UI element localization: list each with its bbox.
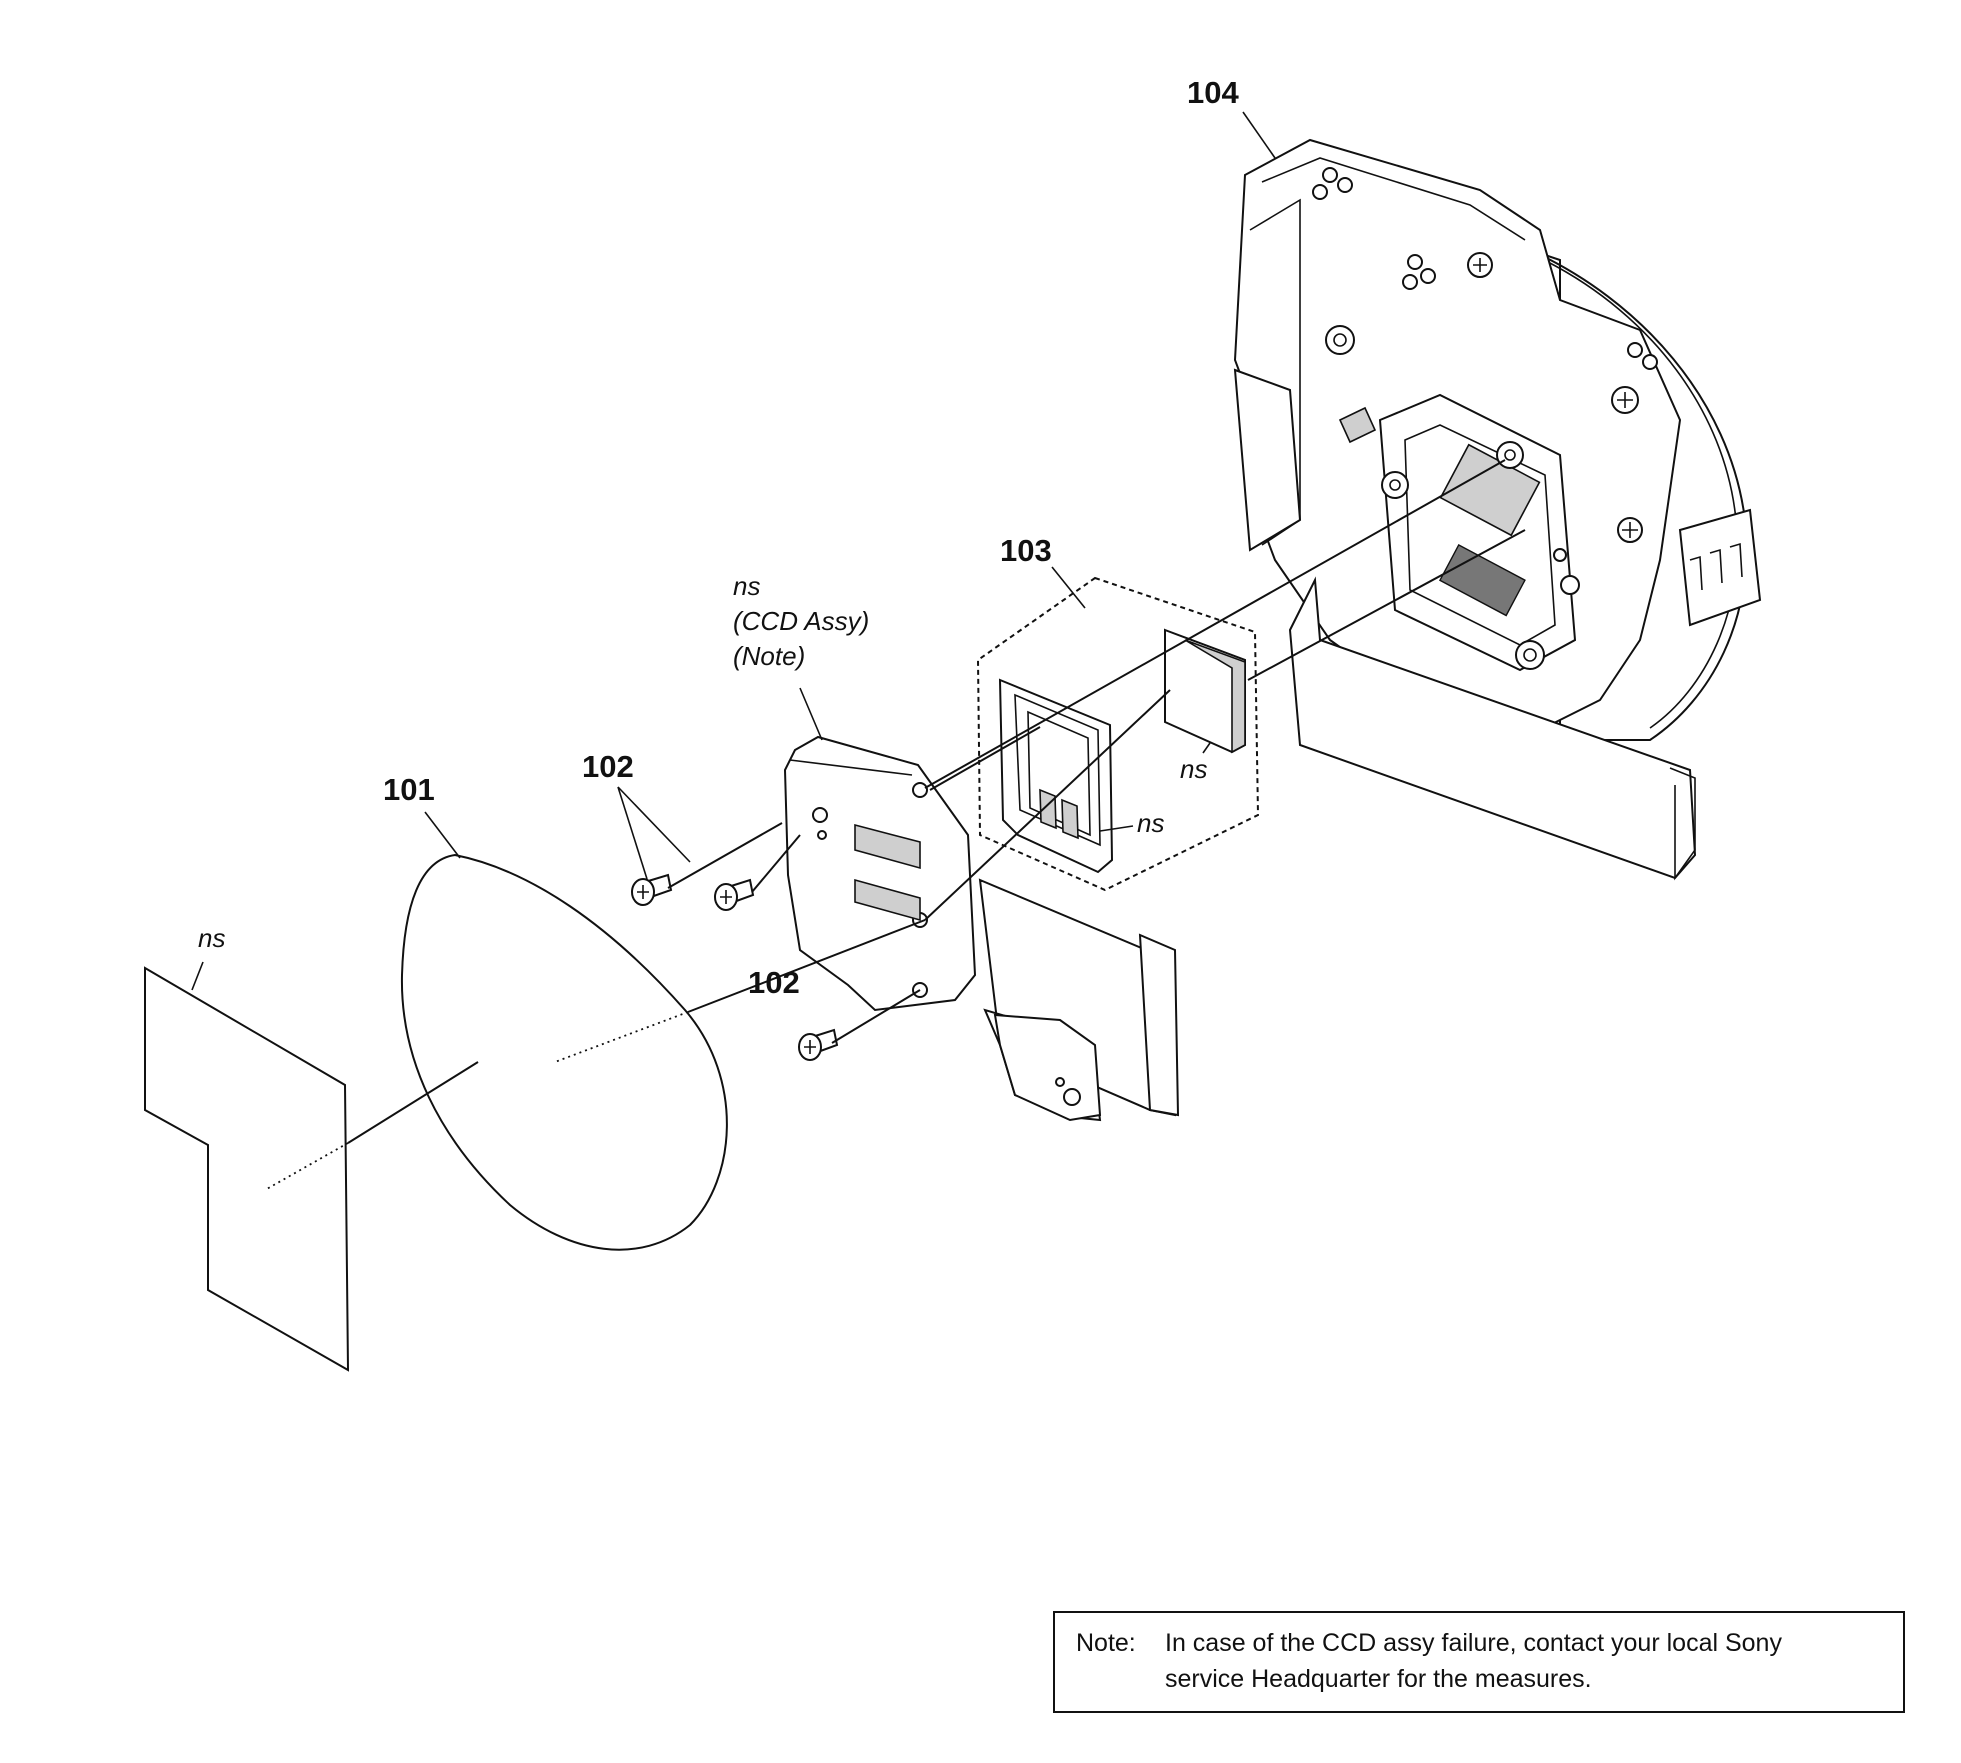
annotation-ns-filter: ns — [1180, 754, 1207, 784]
part-label-103: 103 — [1000, 533, 1052, 568]
part-label-101: 101 — [383, 772, 435, 807]
annotation-ccd-assy: (CCD Assy) — [733, 606, 869, 636]
part-label-102-bottom: 102 — [748, 965, 800, 1000]
ccd-assy-plate — [783, 735, 1180, 1122]
round-sheet-101 — [400, 853, 728, 1251]
screw-102-c — [798, 1028, 839, 1061]
annotation-ns-sheet: ns — [198, 923, 225, 953]
annotation-ccd-note: (Note) — [733, 641, 805, 671]
part-label-104: 104 — [1187, 75, 1239, 110]
assembly-guide-lines — [264, 459, 1526, 1191]
screw-102-a — [631, 873, 673, 906]
lens-block-104 — [1233, 138, 1762, 881]
annotation-ns-ccd: ns — [733, 571, 760, 601]
note-heading: Note: — [1076, 1629, 1136, 1657]
leader-lines — [191, 111, 1276, 991]
note-line-1: In case of the CCD assy failure, contact… — [1165, 1629, 1782, 1657]
note-line-2: service Headquarter for the measures. — [1165, 1665, 1592, 1693]
annotation-ns-holder: ns — [1137, 808, 1164, 838]
part-label-102-top: 102 — [582, 749, 634, 784]
ns-sheet-left — [144, 966, 350, 1372]
note-box: Note: In case of the CCD assy failure, c… — [1053, 1611, 1905, 1713]
screw-102-b — [714, 878, 755, 911]
